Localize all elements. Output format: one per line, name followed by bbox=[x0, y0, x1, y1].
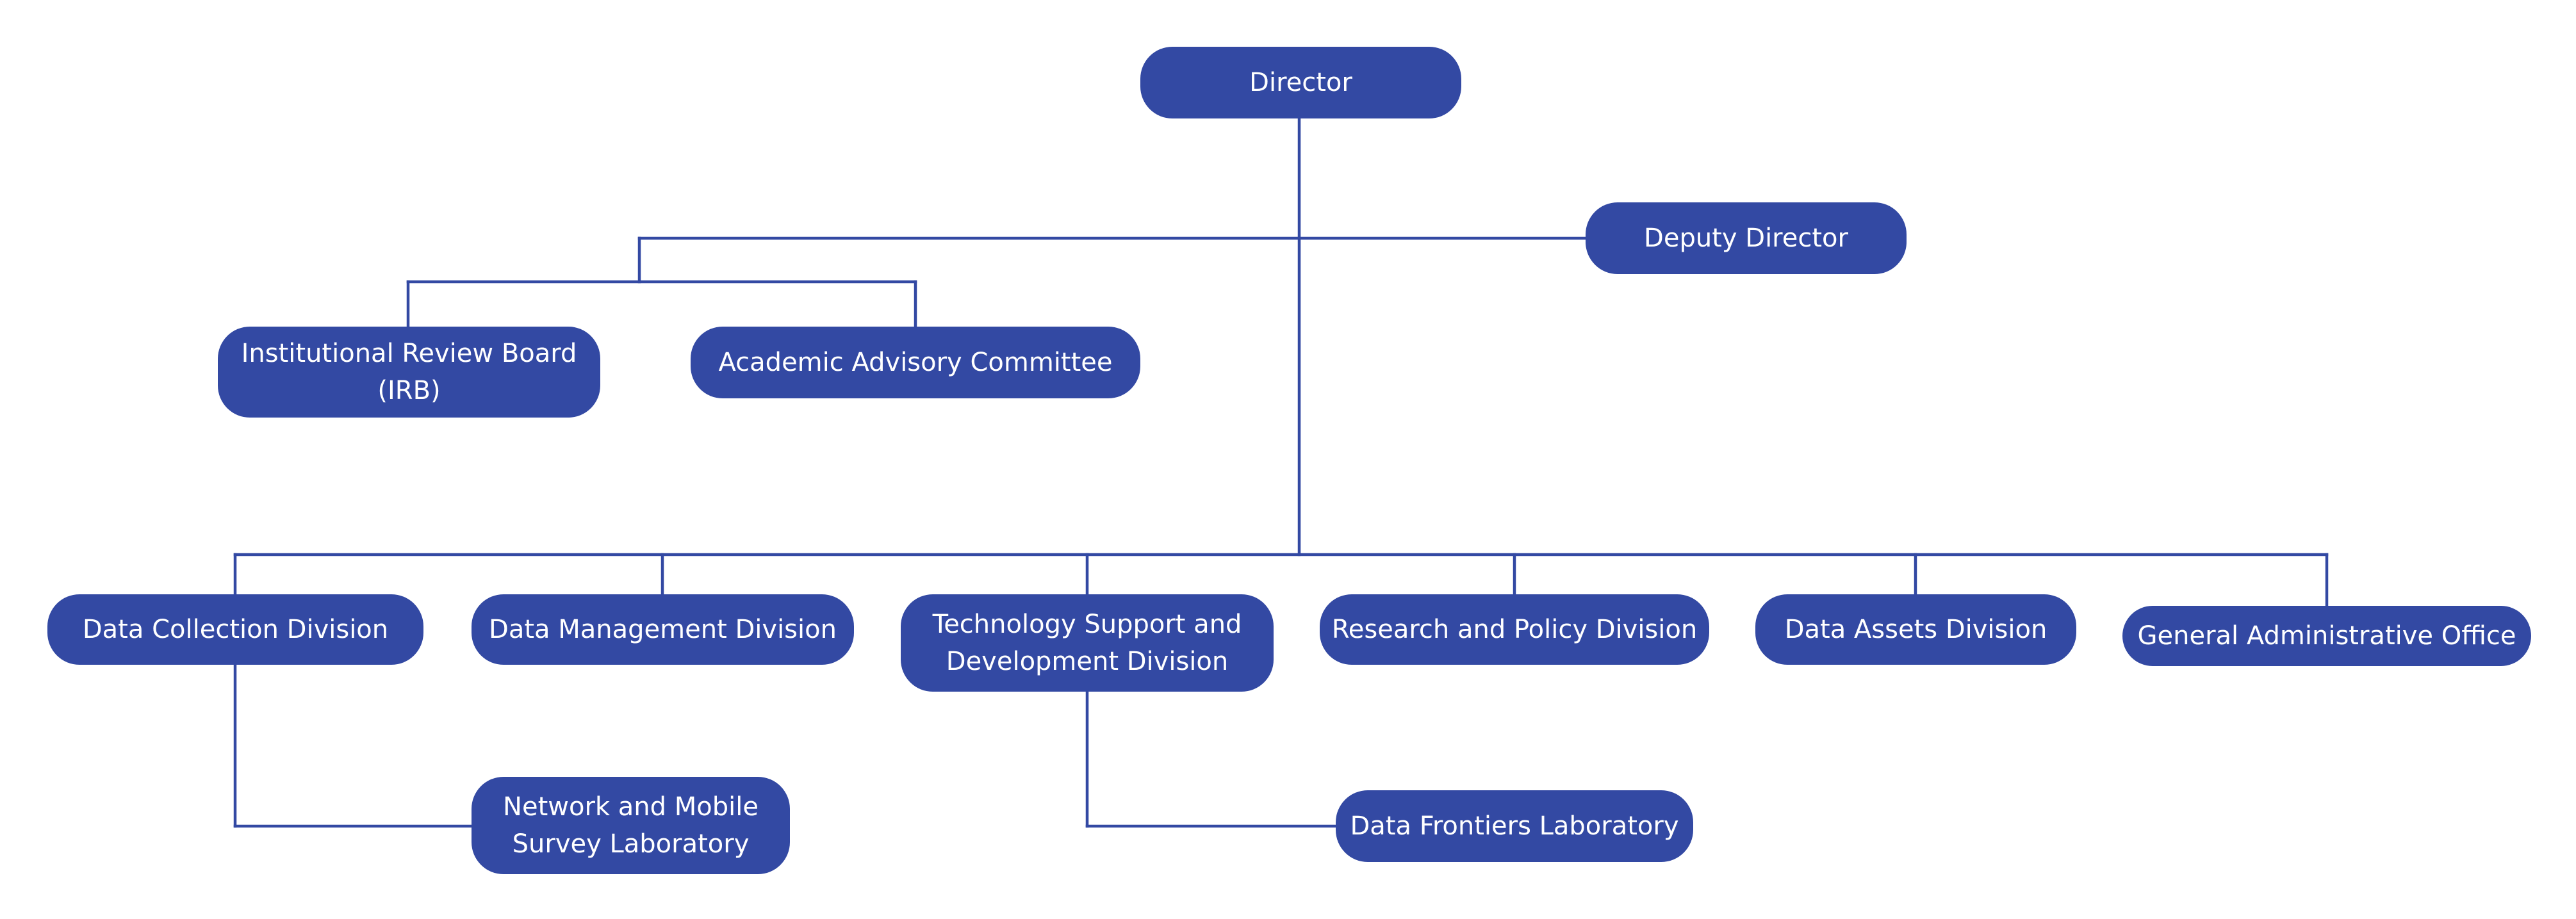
node-data-frontiers-label: Data Frontiers Laboratory bbox=[1350, 811, 1679, 841]
node-institutional-review-board: Institutional Review Board (IRB) bbox=[218, 327, 600, 418]
node-irb-label-line-2: (IRB) bbox=[377, 376, 441, 405]
node-network-mobile-survey-lab: Network and Mobile Survey Laboratory bbox=[472, 777, 790, 874]
node-data-assets-label: Data Assets Division bbox=[1784, 615, 2047, 644]
node-research-policy-label: Research and Policy Division bbox=[1331, 615, 1698, 644]
node-data-collection-label: Data Collection Division bbox=[82, 615, 389, 644]
node-director-label: Director bbox=[1249, 68, 1352, 97]
node-general-administrative-office: General Administrative Office bbox=[2122, 606, 2531, 666]
node-data-collection-division: Data Collection Division bbox=[47, 594, 423, 665]
node-general-admin-label: General Administrative Office bbox=[2137, 621, 2516, 651]
node-tech-support-label-line-2: Development Division bbox=[946, 647, 1229, 676]
node-deputy-director: Deputy Director bbox=[1586, 202, 1907, 274]
node-network-lab-label-line-1: Network and Mobile bbox=[503, 792, 759, 822]
node-deputy-director-label: Deputy Director bbox=[1644, 224, 1848, 253]
node-data-management-label: Data Management Division bbox=[489, 615, 837, 644]
node-director: Director bbox=[1140, 47, 1461, 118]
node-data-assets-division: Data Assets Division bbox=[1755, 594, 2076, 665]
node-irb-label-line-1: Institutional Review Board bbox=[241, 339, 577, 368]
node-data-frontiers-lab: Data Frontiers Laboratory bbox=[1336, 790, 1693, 862]
node-network-lab-label-line-2: Survey Laboratory bbox=[512, 829, 750, 859]
node-technology-support-division: Technology Support and Development Divis… bbox=[901, 594, 1274, 692]
node-data-management-division: Data Management Division bbox=[472, 594, 854, 665]
node-tech-support-label-line-1: Technology Support and bbox=[932, 610, 1242, 639]
node-research-policy-division: Research and Policy Division bbox=[1320, 594, 1709, 665]
node-academic-advisory-label: Academic Advisory Committee bbox=[718, 348, 1113, 377]
node-academic-advisory-committee: Academic Advisory Committee bbox=[691, 327, 1140, 398]
